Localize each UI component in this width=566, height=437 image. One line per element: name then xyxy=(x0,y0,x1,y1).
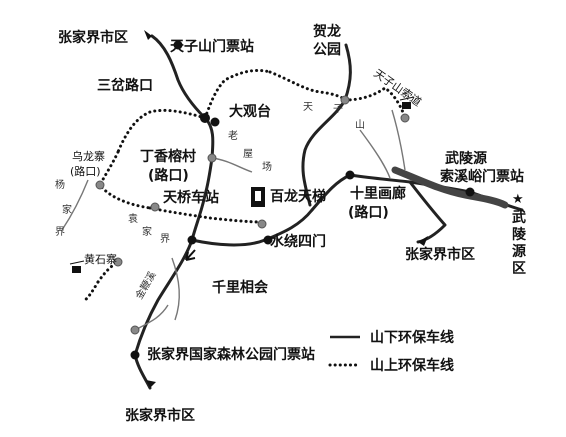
legend-upper-line-label: 山上环保车线 xyxy=(370,357,454,374)
label-wulingyuan-gate: 武陵源 xyxy=(445,150,487,167)
label-zjj-city-right: 张家界市区 xyxy=(405,246,475,263)
label-bailong: 百龙天梯 xyxy=(270,188,326,205)
stop-helong xyxy=(340,95,350,105)
label-shililang: 十里画廊 xyxy=(350,185,406,202)
area-char: 界 xyxy=(55,226,65,238)
stop-tianqiao xyxy=(150,202,160,212)
wulingyuan-star-icon: ★ xyxy=(512,192,524,207)
label-helong-park-2: 公园 xyxy=(313,42,341,58)
stop-cableway xyxy=(400,113,410,123)
label-wulingyuan-district-2: 陵 xyxy=(512,226,527,243)
stop-huangshizhai xyxy=(113,257,123,267)
area-char: 场 xyxy=(262,160,272,173)
direction-arrows xyxy=(144,30,428,388)
area-char: 子 xyxy=(333,103,343,115)
label-tianzishan-gate: 天子山门票站 xyxy=(170,38,254,55)
label-jinbianxi: 金鞭溪 xyxy=(132,269,158,301)
label-wulingyuan-district-1: 武 xyxy=(512,209,526,226)
legend: 山下环保车线 山上环保车线 xyxy=(328,329,454,374)
label-wulingyuan-district-3: 源 xyxy=(512,243,526,260)
label-sancha: 三岔路口 xyxy=(97,77,153,94)
area-char: 山 xyxy=(355,119,365,131)
label-qianlixianghui: 千里相会 xyxy=(212,279,269,296)
label-helong-park-1: 贺龙 xyxy=(312,23,341,40)
cableway-icon xyxy=(399,96,415,109)
area-char: 杨 xyxy=(55,178,65,191)
label-tianqiao: 天桥车站 xyxy=(163,189,219,206)
stops xyxy=(95,40,475,360)
label-huangshizhai: 黄石寨 xyxy=(84,252,117,266)
stop-qianlixianghui xyxy=(187,235,197,245)
label-zjj-city-top: 张家界市区 xyxy=(58,29,128,46)
area-char: 家 xyxy=(142,225,152,238)
upper-loop-roads xyxy=(83,68,407,302)
stop-suoxiyu xyxy=(465,187,475,197)
label-wulingyuan-district-4: 区 xyxy=(512,261,526,277)
label-dingxiang-sub: (路口) xyxy=(148,167,189,184)
area-char: 界 xyxy=(160,233,170,245)
label-shuiraosimen: 水绕四门 xyxy=(270,233,326,250)
stop-dingxiang xyxy=(207,153,217,163)
stop-sancha xyxy=(200,113,210,123)
stop-jinbianxi xyxy=(130,325,140,335)
stop-shuiraosimen xyxy=(263,235,273,245)
stop-bailong-lower xyxy=(257,219,267,229)
label-wulongzhai-sub: (路口) xyxy=(70,165,101,178)
area-char: 老 xyxy=(228,129,238,142)
label-shililang-sub: (路口) xyxy=(348,204,389,221)
elevator-icon xyxy=(251,187,265,207)
stop-daguantai xyxy=(210,117,220,127)
label-zjj-city-bottom: 张家界市区 xyxy=(125,407,195,424)
area-char: 天 xyxy=(303,102,313,113)
area-char: 家 xyxy=(62,203,72,216)
label-daguantai: 大观台 xyxy=(229,103,271,120)
label-suoxiyu-gate: 索溪峪门票站 xyxy=(440,168,524,185)
suoxi-river xyxy=(391,166,509,209)
stop-tianzishan-gate xyxy=(173,40,183,50)
stop-shililang xyxy=(345,170,355,180)
area-char: 屋 xyxy=(243,148,253,160)
label-dingxiang: 丁香榕村 xyxy=(140,148,196,165)
stop-wulongzhai xyxy=(95,180,105,190)
cableway-icon xyxy=(69,260,85,273)
label-forest-park-gate: 张家界国家森林公园门票站 xyxy=(147,346,315,363)
legend-lower-line-label: 山下环保车线 xyxy=(370,329,454,346)
label-wulongzhai: 乌龙寨 xyxy=(72,149,105,163)
stop-forest-park-gate xyxy=(130,350,140,360)
area-char: 袁 xyxy=(128,213,138,225)
